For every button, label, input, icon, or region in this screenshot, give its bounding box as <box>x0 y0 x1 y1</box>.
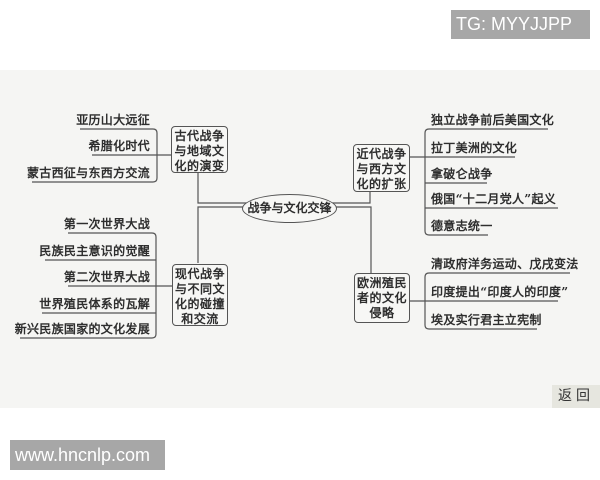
list-item: 拿破仑战争 <box>431 167 493 181</box>
center-topic: 战争与文化交锋 <box>242 194 337 223</box>
watermark-tg-badge: TG: MYYJJPP <box>451 10 590 39</box>
branch-ancient-war: 古代战争 与地域文 化的演变 <box>171 126 228 173</box>
back-button[interactable]: 返回 <box>552 385 600 408</box>
list-item: 独立战争前后美国文化 <box>431 113 555 127</box>
branch-modern-war: 现代战争 与不同文 化的碰撞 和交流 <box>172 264 228 326</box>
list-item: 埃及实行君主立宪制 <box>431 313 542 327</box>
list-item: 新兴民族国家的文化发展 <box>14 322 150 336</box>
list-item: 亚历山大远征 <box>76 113 150 127</box>
list-item: 印度提出“印度人的印度” <box>431 285 569 299</box>
list-item: 蒙古西征与东西方交流 <box>26 166 150 180</box>
branch-european-colonial: 欧洲殖民 者的文化 侵略 <box>354 273 410 323</box>
branch-modern-west: 近代战争 与西方文 化的扩张 <box>353 144 410 192</box>
list-item: 希腊化时代 <box>88 139 150 153</box>
list-item: 清政府洋务运动、戊戌变法 <box>431 257 579 271</box>
list-item: 第二次世界大战 <box>63 270 150 284</box>
watermark-site-badge: www.hncnlp.com <box>10 440 165 470</box>
list-item: 德意志统一 <box>431 219 493 233</box>
list-item: 拉丁美洲的文化 <box>431 141 518 155</box>
list-item: 民族民主意识的觉醒 <box>39 244 150 258</box>
list-item: 俄国“十二月党人”起义 <box>431 192 557 206</box>
mindmap-panel <box>0 70 600 408</box>
list-item: 世界殖民体系的瓦解 <box>39 297 150 311</box>
list-item: 第一次世界大战 <box>63 217 150 231</box>
